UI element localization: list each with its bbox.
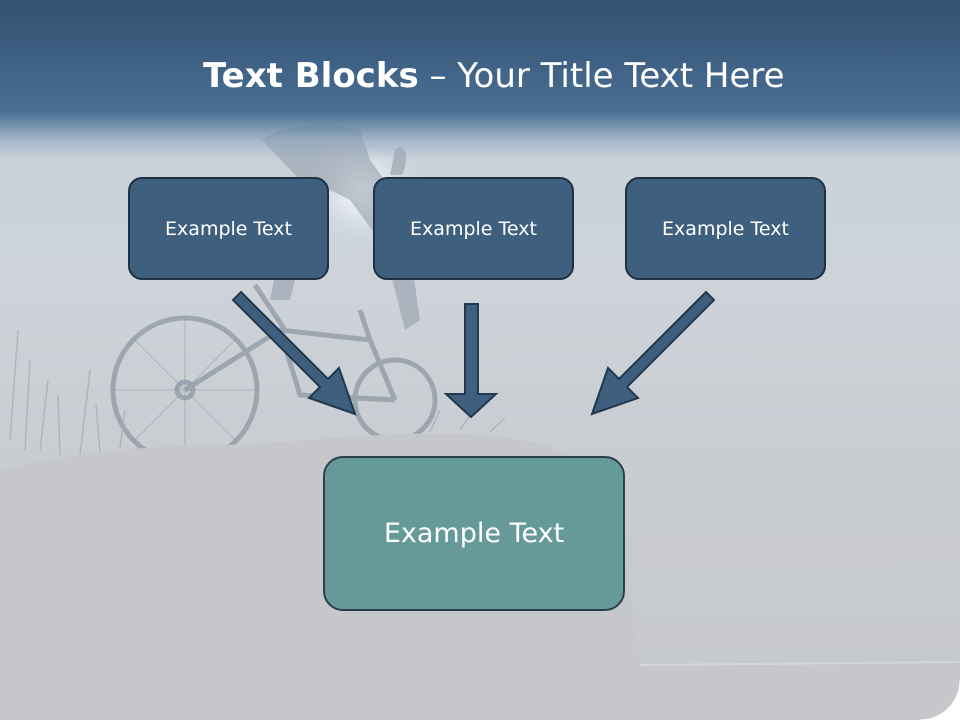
arrow-center bbox=[443, 303, 499, 419]
text-block-1-label: Example Text bbox=[165, 217, 292, 240]
title-banner bbox=[0, 0, 960, 160]
slide-title-rest: – Your Title Text Here bbox=[418, 56, 785, 96]
text-block-2-label: Example Text bbox=[410, 217, 537, 240]
text-block-3: Example Text bbox=[625, 177, 826, 280]
text-block-3-label: Example Text bbox=[662, 217, 789, 240]
slide-title-bold: Text Blocks bbox=[203, 56, 419, 96]
slide-title: Text Blocks – Your Title Text Here bbox=[203, 54, 785, 98]
main-text-block: Example Text bbox=[323, 456, 625, 611]
arrow-right bbox=[590, 290, 716, 416]
text-block-2: Example Text bbox=[373, 177, 574, 280]
arrow-left bbox=[231, 290, 357, 416]
slide-corner bbox=[920, 680, 960, 720]
main-text-block-label: Example Text bbox=[383, 518, 565, 549]
text-block-1: Example Text bbox=[128, 177, 329, 280]
